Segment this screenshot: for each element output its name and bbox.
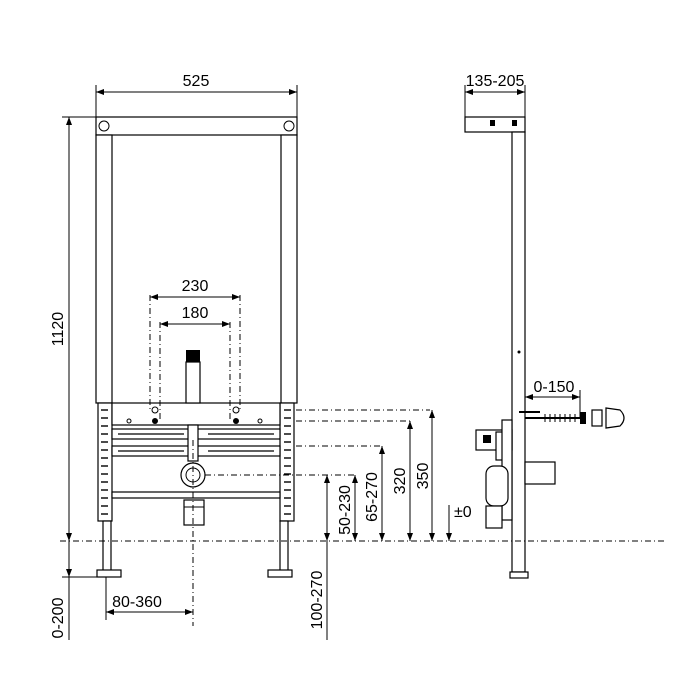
mount-hole-right xyxy=(283,120,295,132)
fitting-plate xyxy=(111,402,281,426)
plate-hole xyxy=(126,418,132,424)
dim-100-270: 100-270 xyxy=(309,571,326,630)
water-connection-left xyxy=(152,418,158,424)
rod-thread xyxy=(544,414,576,422)
rail-slots xyxy=(118,433,274,452)
plate-hole xyxy=(151,406,159,414)
dim-350: 350 xyxy=(415,463,432,490)
rod-nut xyxy=(580,412,586,424)
side-foot xyxy=(509,571,529,579)
rod-washer xyxy=(591,409,603,427)
dim-50-230: 50-230 xyxy=(337,485,354,535)
side-siphon-outlet xyxy=(485,505,503,529)
right-lower-post xyxy=(279,402,295,522)
mount-hole-left xyxy=(98,120,110,132)
dim-zero-level: ±0 xyxy=(454,504,472,521)
side-bracket-block xyxy=(483,435,491,443)
left-post-perforations xyxy=(101,409,108,515)
right-post-perforations xyxy=(284,409,291,515)
side-bracket-slot xyxy=(490,120,495,126)
side-bracket-slot xyxy=(512,120,517,126)
side-drain-stub xyxy=(524,461,556,485)
water-connection-right xyxy=(233,418,239,424)
right-foot xyxy=(267,569,293,578)
dim-depth-range: 135-205 xyxy=(466,73,525,90)
plate-hole xyxy=(257,418,263,424)
dim-outer-spacing: 230 xyxy=(182,278,209,295)
dim-offset-80-360: 80-360 xyxy=(112,594,162,611)
left-leg xyxy=(102,520,112,572)
dimension-lines xyxy=(62,85,581,640)
dim-65-270: 65-270 xyxy=(364,472,381,522)
dim-frame-width: 525 xyxy=(183,73,210,90)
drain-top xyxy=(186,350,200,362)
left-foot xyxy=(96,569,122,578)
drain-outlet xyxy=(183,499,205,526)
plate-hole xyxy=(232,406,240,414)
left-lower-post xyxy=(97,402,113,522)
side-marker xyxy=(517,350,521,354)
dim-adjust-0-150: 0-150 xyxy=(534,379,575,396)
side-siphon xyxy=(485,465,509,507)
front-frame xyxy=(95,116,298,578)
top-rail xyxy=(95,116,298,136)
bottom-crossbar xyxy=(111,491,281,499)
arrow-heads xyxy=(66,89,580,615)
dim-leg-0-200: 0-200 xyxy=(50,597,67,638)
right-upright xyxy=(280,134,298,404)
side-view xyxy=(464,116,625,579)
dim-inner-spacing: 180 xyxy=(182,305,209,322)
drain-pipe-upper xyxy=(185,361,201,404)
dim-320: 320 xyxy=(392,468,409,495)
left-upright xyxy=(95,134,113,404)
right-leg xyxy=(279,520,289,572)
dim-frame-height: 1120 xyxy=(50,312,67,347)
rod-cap xyxy=(605,407,625,429)
